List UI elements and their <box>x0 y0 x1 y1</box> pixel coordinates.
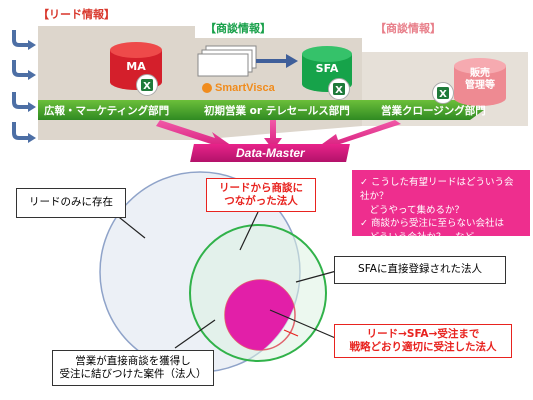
sales-database-label: 販売 管理等 <box>452 68 508 92</box>
sales-direct-line2: 受注に結びつけた案件（法人） <box>59 368 207 380</box>
excel-icon: X <box>328 78 350 100</box>
sales-database-label-line2: 管理等 <box>465 80 495 91</box>
deal-section-title: 【商談情報】 <box>205 22 271 35</box>
sfa-direct-callout: SFAに直接登録された法人 <box>334 256 506 284</box>
strategic-won-callout: リード→SFA→受注まで 戦略どおり適切に受注した法人 <box>334 324 512 358</box>
svg-text:X: X <box>143 81 151 92</box>
negotiation-band-label: 営業クロージング部門 <box>381 104 486 117</box>
flow-band <box>38 100 484 120</box>
excel-icon: X <box>136 74 158 96</box>
ma-database-label: MA <box>126 60 146 73</box>
smartvisca-logo: SmartVisca <box>202 82 275 94</box>
insight-note-line2: どうやって集めるか？ <box>360 204 465 216</box>
insight-note-line1: ✓ こうした有望リードはどういう会社か？ <box>360 177 514 202</box>
negotiation-section-title: 【商談情報】 <box>375 22 441 35</box>
lead-only-callout: リードのみに存在 <box>16 188 126 218</box>
insight-note-line4: どういう会社か？…など <box>360 232 475 244</box>
sales-direct-line1: 営業が直接商談を獲得し <box>75 354 191 367</box>
sfa-database-label: SFA <box>315 62 339 75</box>
svg-text:X: X <box>439 89 447 100</box>
input-arrows <box>12 30 30 140</box>
insight-note-line3: ✓ 商談から受注に至らない会社は <box>360 218 504 230</box>
lead-section-title: 【リード情報】 <box>38 8 115 21</box>
lead-band-label: 広報・マーケティング部門 <box>44 104 170 117</box>
sales-database-icon <box>454 58 506 106</box>
data-master-label: Data-Master <box>235 146 305 160</box>
lead-to-deal-callout: リードから商談に つながった法人 <box>206 178 316 212</box>
deal-band-label: 初期営業 or テレセールス部門 <box>204 104 350 117</box>
insight-note: ✓ こうした有望リードはどういう会社か？ どうやって集めるか？ ✓ 商談から受注… <box>352 170 530 243</box>
sales-direct-callout: 営業が直接商談を獲得し 受注に結びつけた案件（法人） <box>52 350 214 386</box>
svg-text:X: X <box>335 85 343 96</box>
venn-diagram <box>99 171 341 373</box>
smartvisca-logo-mark <box>202 83 212 93</box>
sales-database-label-line1: 販売 <box>470 68 490 79</box>
excel-icon: X <box>432 82 454 104</box>
strategic-won-area <box>225 280 295 350</box>
business-card-stack-icon <box>197 45 298 77</box>
strategic-won-line2: 戦略どおり適切に受注した法人 <box>349 341 497 353</box>
strategic-won-line1: リード→SFA→受注まで <box>366 327 480 340</box>
lead-to-deal-line1: リードから商談に <box>219 181 303 194</box>
converge-arrows <box>156 120 401 150</box>
lead-to-deal-line2: つながった法人 <box>224 195 298 207</box>
smartvisca-logo-text: SmartVisca <box>215 82 275 94</box>
